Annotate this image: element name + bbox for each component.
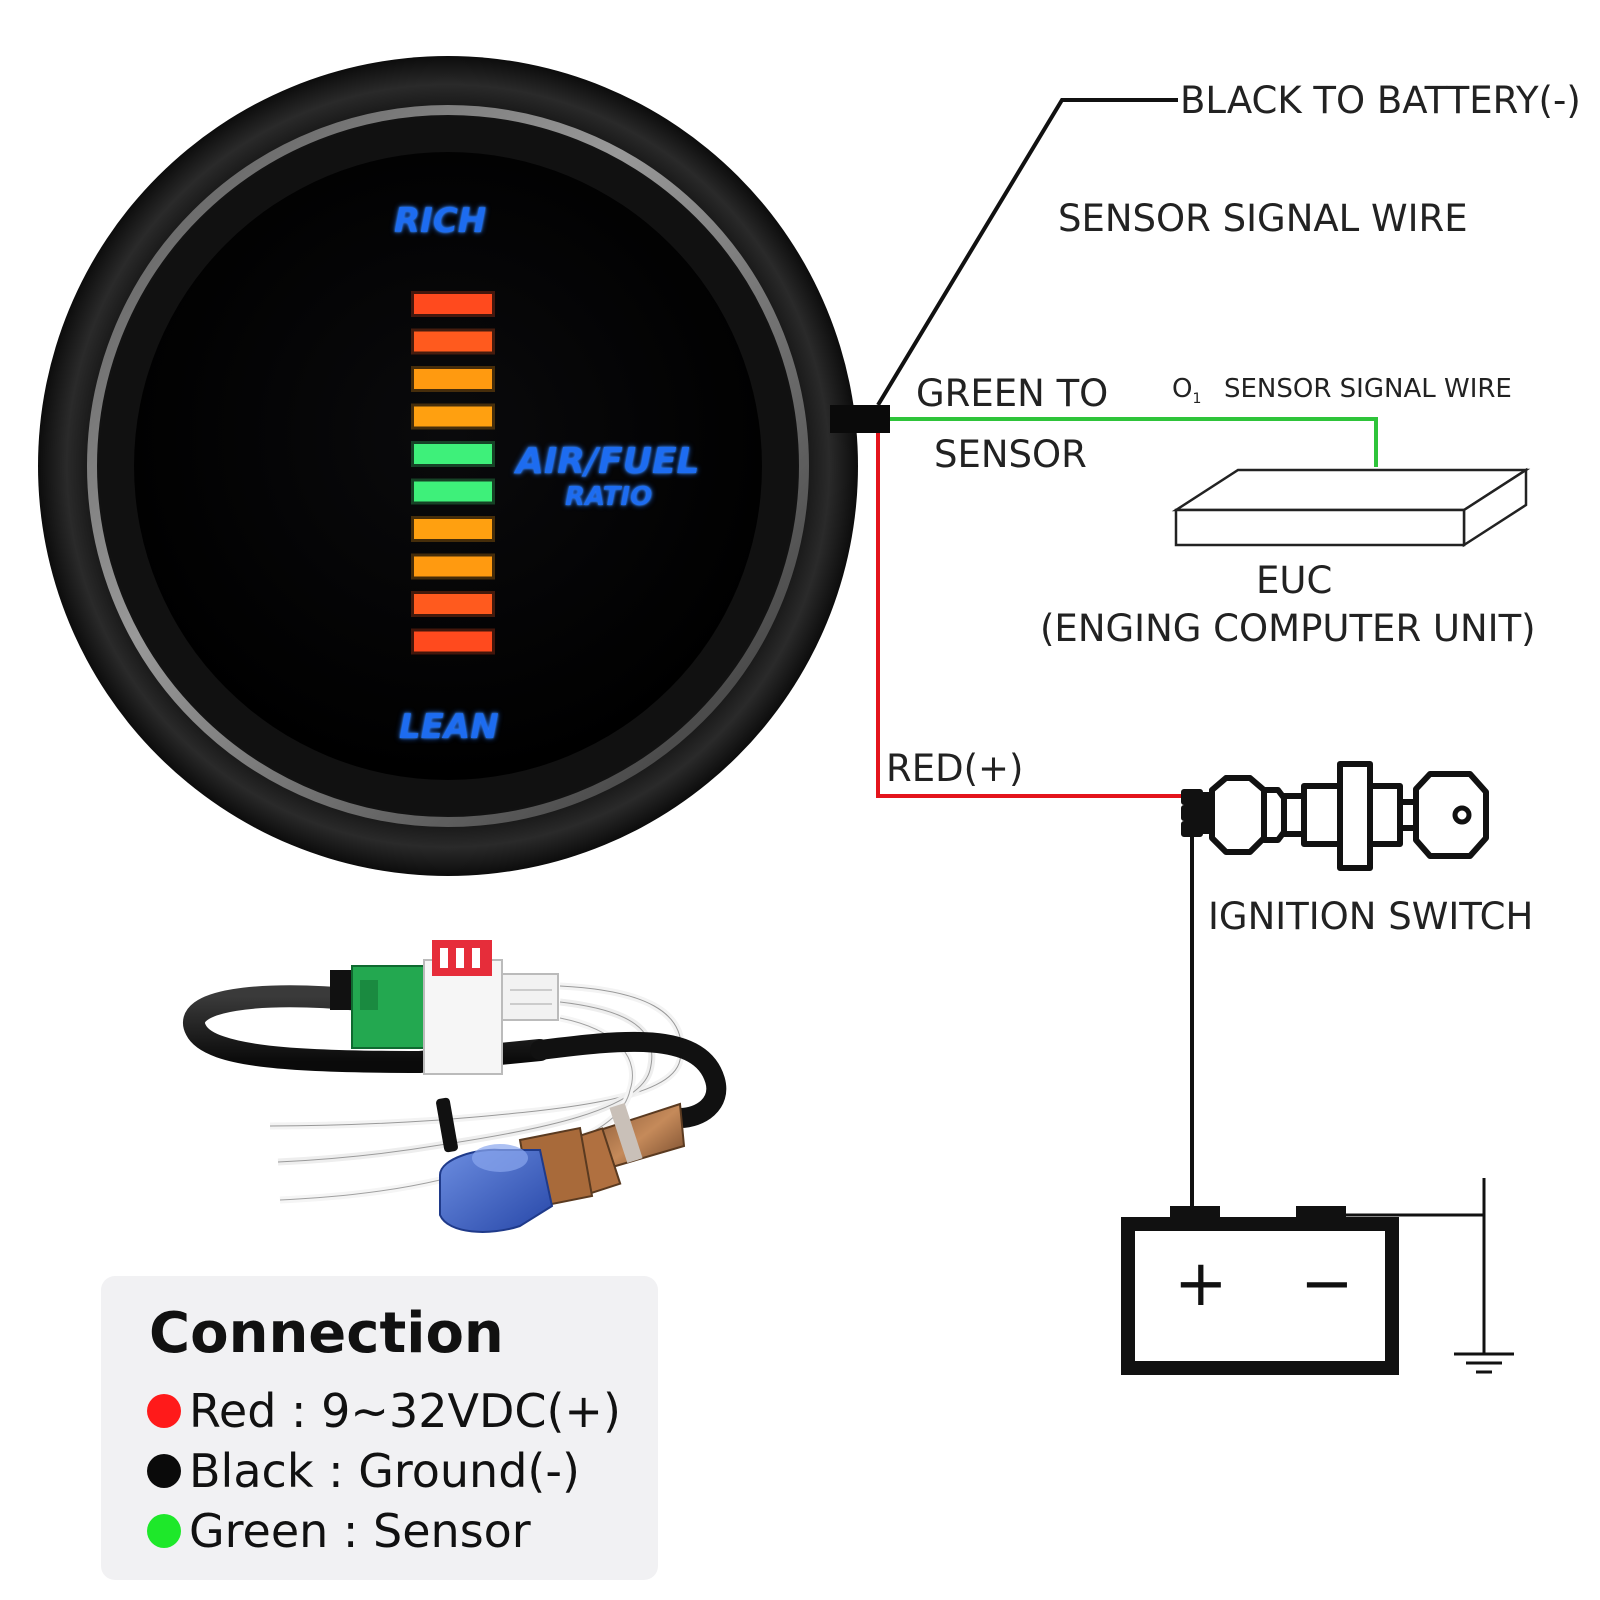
red-wire-label: RED(+)	[886, 747, 1024, 790]
green-dot-icon	[147, 1514, 181, 1548]
legend-title: Connection	[149, 1301, 504, 1366]
legend-item-green: Green : Sensor	[147, 1508, 531, 1554]
gauge	[38, 56, 858, 876]
gauge-led-bar	[414, 331, 492, 352]
ecu-full-label: (ENGING COMPUTER UNIT)	[1040, 607, 1536, 650]
gauge-led-bar	[414, 481, 492, 502]
legend-item-text: Red : 9~32VDC(+)	[189, 1384, 621, 1438]
gauge-led-bar	[414, 556, 492, 577]
legend-item-text: Black : Ground(-)	[189, 1444, 580, 1498]
battery	[1121, 1206, 1399, 1375]
connection-legend: Connection Red : 9~32VDC(+) Black : Grou…	[101, 1276, 658, 1580]
ignition-switch	[1181, 761, 1489, 871]
o1-letter: O	[1172, 374, 1193, 404]
green-wire-label-line2: SENSOR	[934, 433, 1087, 476]
legend-item-black: Black : Ground(-)	[147, 1448, 580, 1494]
o1-label: O1	[1172, 376, 1201, 406]
ecu-box	[1171, 467, 1531, 548]
gauge-led-bar	[414, 406, 492, 427]
green-wire-label-line1: GREEN TO	[916, 372, 1109, 415]
gauge-led-bar	[414, 594, 492, 614]
o1-signal-wire-label: SENSOR SIGNAL WIRE	[1224, 374, 1512, 404]
gauge-led-bar	[414, 631, 492, 652]
legend-item-red: Red : 9~32VDC(+)	[147, 1388, 621, 1434]
legend-item-text: Green : Sensor	[189, 1504, 531, 1558]
red-dot-icon	[147, 1394, 181, 1428]
gauge-connector	[830, 405, 890, 433]
gauge-title-line2: RATIO	[565, 482, 653, 512]
ground-symbol	[1346, 1178, 1514, 1374]
gauge-led-bar	[414, 519, 492, 539]
gauge-lean-label: LEAN	[399, 707, 499, 747]
sensor-signal-wire-label: SENSOR SIGNAL WIRE	[1058, 197, 1468, 240]
gauge-bar-column	[411, 291, 495, 655]
gauge-led-bar	[414, 294, 492, 314]
green-wire	[890, 417, 1378, 467]
gauge-title-line1: AIR/FUEL	[516, 441, 700, 482]
battery-minus-sign: −	[1300, 1247, 1354, 1321]
red-wire	[876, 433, 1192, 798]
battery-plus-sign: +	[1174, 1247, 1228, 1321]
black-wire	[876, 98, 1178, 407]
o1-subscript: 1	[1192, 391, 1202, 408]
black-dot-icon	[147, 1454, 181, 1488]
gauge-led-bar	[414, 444, 492, 464]
gauge-led-bar	[414, 369, 492, 389]
ignition-switch-label: IGNITION SWITCH	[1208, 895, 1534, 938]
gauge-rich-label: RICH	[394, 201, 487, 241]
ecu-label: EUC	[1256, 559, 1333, 602]
o2-sensor-harness	[183, 940, 727, 1233]
black-wire-label: BLACK TO BATTERY(-)	[1180, 79, 1581, 122]
